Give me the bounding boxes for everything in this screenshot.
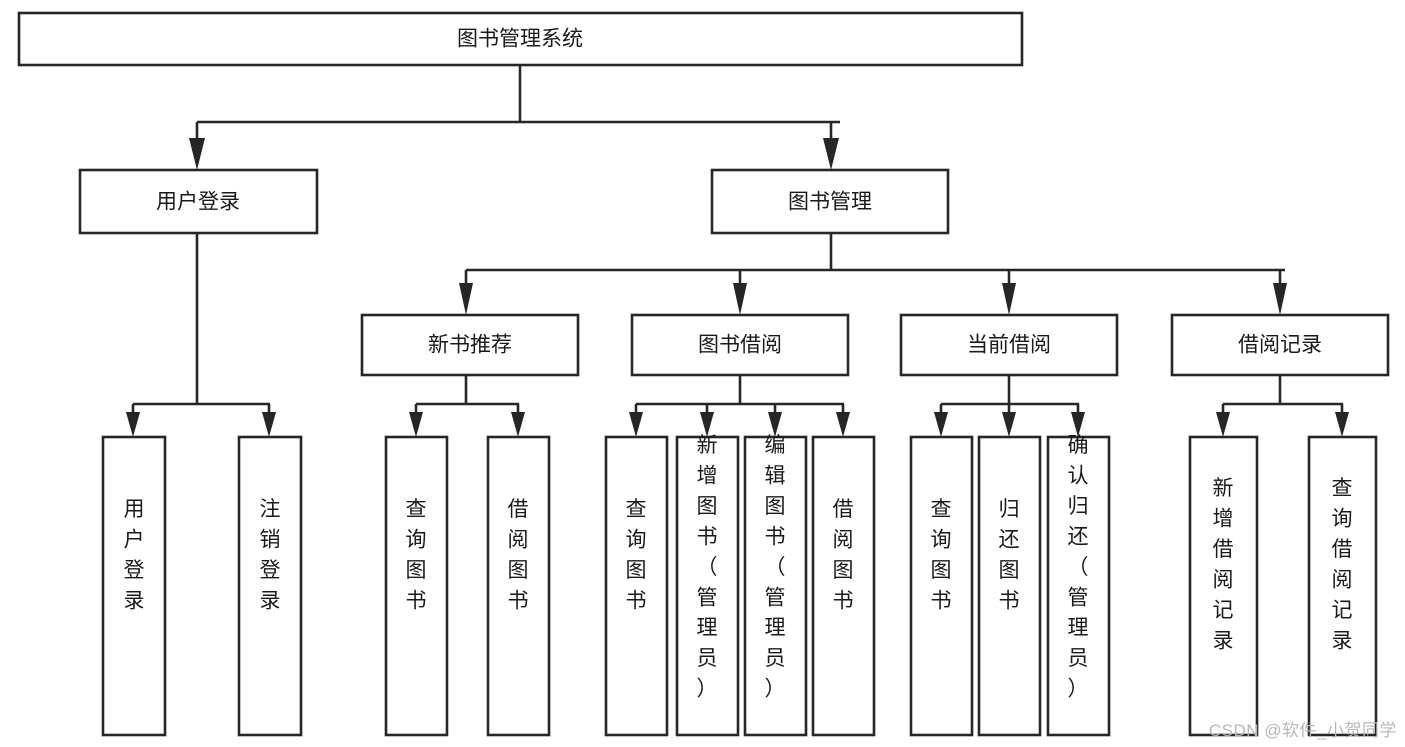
leaf-borrow-query-label: 查询图书: [626, 498, 647, 612]
leaf-borrow-add[interactable]: 新增图书（管理员）: [675, 434, 740, 737]
node-current-borrow-box[interactable]: [899, 313, 1119, 377]
connectors-book-mgmt-to-level3: [459, 233, 1287, 315]
node-book-mgmt-box[interactable]: [710, 168, 950, 235]
connectors-root-to-level2: [189, 65, 840, 170]
node-new-book-recommend[interactable]: 新书推荐: [360, 313, 580, 377]
arrowhead-user-login: [189, 138, 205, 170]
node-book-mgmt[interactable]: 图书管理: [710, 168, 950, 235]
leaf-current-confirm-label: 确认归还（管理员）: [1068, 434, 1089, 701]
node-current-borrow[interactable]: 当前借阅: [899, 313, 1119, 377]
leaf-borrow-lend-label: 借阅图书: [833, 498, 854, 612]
leaf-newbook-query[interactable]: 查询图书: [384, 435, 449, 737]
node-user-login-box[interactable]: [78, 168, 319, 235]
leaf-borrow-add-label: 新增图书（管理员）: [697, 434, 718, 701]
leaf-borrow-edit[interactable]: 编辑图书（管理员）: [743, 434, 808, 737]
arrowhead-leaf-logout: [262, 412, 276, 437]
leaf-borrow-lend-box[interactable]: [811, 435, 876, 737]
leaf-borrow-edit-box[interactable]: [743, 435, 808, 737]
leaf-newbook-query-box[interactable]: [384, 435, 449, 737]
arrowhead-records-add: [1216, 412, 1230, 437]
leaf-current-query[interactable]: 查询图书: [909, 435, 974, 737]
leaf-borrow-add-box[interactable]: [675, 435, 740, 737]
leaf-borrow-query[interactable]: 查询图书: [604, 435, 669, 737]
csdn-watermark: CSDN @软件_小贺同学: [1208, 721, 1397, 740]
node-new-book-recommend-label: 新书推荐: [428, 334, 512, 357]
leaf-records-add-box[interactable]: [1188, 435, 1259, 737]
leaf-logout[interactable]: 注销登录: [237, 435, 303, 737]
leaf-user-login-box[interactable]: [101, 435, 167, 737]
node-user-login-label: 用户登录: [156, 191, 240, 214]
leaf-current-return[interactable]: 归还图书: [977, 435, 1042, 737]
node-book-mgmt-label: 图书管理: [788, 191, 872, 214]
node-book-borrow-box[interactable]: [630, 313, 850, 377]
node-current-borrow-label: 当前借阅: [967, 334, 1051, 357]
leaf-user-login[interactable]: 用户登录: [101, 435, 167, 737]
arrowhead-records: [1273, 283, 1287, 315]
arrowhead-newbook: [459, 283, 473, 315]
arrowhead-current-query: [934, 412, 948, 437]
leaf-newbook-borrow[interactable]: 借阅图书: [486, 435, 551, 737]
leaf-current-query-label: 查询图书: [931, 498, 952, 612]
node-root-box[interactable]: [17, 11, 1024, 67]
leaf-current-confirm-box[interactable]: [1046, 435, 1111, 737]
node-borrow-records[interactable]: 借阅记录: [1170, 313, 1390, 377]
leaf-newbook-borrow-label: 借阅图书: [508, 498, 529, 612]
node-root[interactable]: 图书管理系统: [17, 11, 1024, 67]
arrowhead-current-confirm: [1071, 412, 1085, 437]
connectors-borrow-to-leaves: [629, 375, 850, 437]
leaf-current-return-label: 归还图书: [999, 498, 1020, 612]
arrowhead-leaf-user-login: [126, 412, 140, 437]
arrowhead-borrow-edit: [768, 412, 782, 437]
leaf-records-query-box[interactable]: [1307, 435, 1378, 737]
leaf-current-confirm[interactable]: 确认归还（管理员）: [1046, 434, 1111, 737]
arrowhead-book-mgmt: [823, 138, 839, 170]
arrowhead-current: [1002, 283, 1016, 315]
connectors-current-to-leaves: [934, 375, 1085, 437]
arrowhead-current-return: [1002, 412, 1016, 437]
node-new-book-recommend-box[interactable]: [360, 313, 580, 377]
leaf-borrow-query-box[interactable]: [604, 435, 669, 737]
node-borrow-records-box[interactable]: [1170, 313, 1390, 377]
leaf-logout-box[interactable]: [237, 435, 303, 737]
leaf-current-query-box[interactable]: [909, 435, 974, 737]
leaf-newbook-query-label: 查询图书: [406, 498, 427, 612]
leaf-user-login-label: 用户登录: [124, 498, 145, 612]
leaf-newbook-borrow-box[interactable]: [486, 435, 551, 737]
leaf-records-query[interactable]: 查询借阅记录: [1307, 435, 1378, 737]
node-user-login[interactable]: 用户登录: [78, 168, 319, 235]
leaf-borrow-edit-label: 编辑图书（管理员）: [765, 434, 786, 701]
leaf-borrow-lend[interactable]: 借阅图书: [811, 435, 876, 737]
leaf-records-query-label: 查询借阅记录: [1332, 477, 1353, 652]
arrowhead-borrow-add: [700, 412, 714, 437]
arrowhead-borrow-query: [629, 412, 643, 437]
node-root-label: 图书管理系统: [457, 28, 583, 51]
node-book-borrow[interactable]: 图书借阅: [630, 313, 850, 377]
leaf-current-return-box[interactable]: [977, 435, 1042, 737]
connectors-user-login-to-leaves: [126, 233, 276, 437]
arrowhead-borrow: [733, 283, 747, 315]
arrowhead-newbook-borrow: [511, 412, 525, 437]
leaf-records-add-label: 新增借阅记录: [1213, 477, 1234, 652]
leaf-records-add[interactable]: 新增借阅记录: [1188, 435, 1259, 737]
arrowhead-records-query: [1335, 412, 1349, 437]
node-book-borrow-label: 图书借阅: [698, 334, 782, 357]
arrowhead-newbook-query: [409, 412, 423, 437]
connectors-records-to-leaves: [1216, 375, 1349, 437]
leaf-logout-label: 注销登录: [260, 498, 281, 612]
connectors-newbook-to-leaves: [409, 375, 525, 437]
arrowhead-borrow-lend: [836, 412, 850, 437]
node-borrow-records-label: 借阅记录: [1238, 334, 1322, 357]
